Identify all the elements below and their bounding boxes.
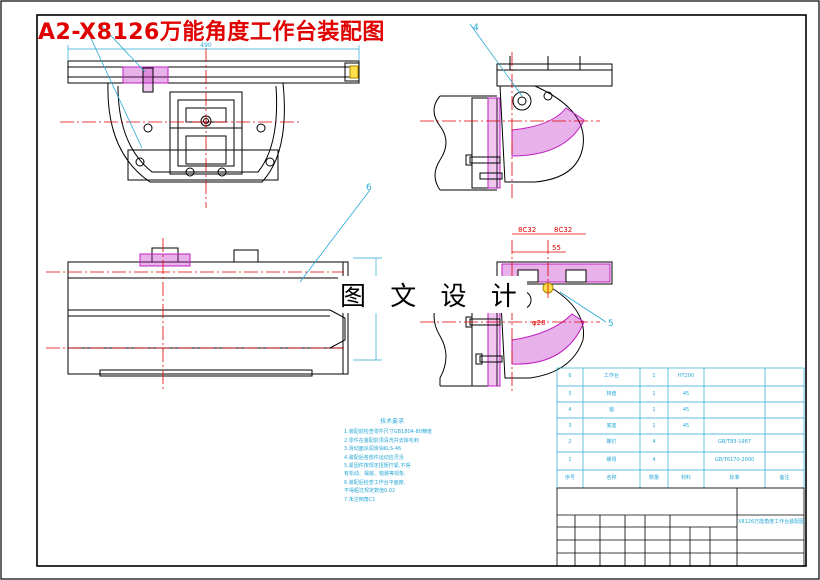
parts-list-cell: 45	[682, 407, 690, 413]
parts-list-cell: 底座	[606, 423, 617, 429]
technical-note-line: 7.未注倒角C1	[344, 496, 376, 503]
balloon-label: 4	[473, 23, 479, 33]
technical-note-line: 4.装配后各部件运动应灵活	[344, 454, 404, 461]
parts-list-header-cell: 数量	[648, 475, 659, 481]
parts-list-cell: 2	[568, 439, 572, 445]
front-view	[60, 23, 360, 208]
parts-list-cell: 1	[652, 373, 656, 379]
side-view	[420, 23, 613, 200]
parts-list-cell: 1	[568, 457, 572, 463]
detail-dimension: 8C32	[518, 226, 536, 234]
parts-list-cell: 螺钉	[606, 439, 617, 445]
parts-list-cell: 1	[652, 391, 656, 397]
parts-list-cell: GB/T83-1987	[718, 439, 751, 445]
parts-list-header-cell: 材料	[680, 475, 691, 481]
parts-list-cell: 1	[652, 423, 656, 429]
parts-list-header-cell: 序号	[564, 475, 575, 481]
top-width-dimension: 490	[200, 42, 212, 49]
parts-list-cell	[765, 434, 804, 450]
parts-list-cell: 45	[682, 423, 690, 429]
parts-list-cell	[668, 434, 704, 450]
parts-list-cell	[765, 386, 804, 402]
parts-list-cell	[704, 418, 765, 434]
parts-list-cell: 螺母	[606, 457, 617, 463]
drawing-title: A2-X8126万能角度工作台装配图	[38, 20, 385, 45]
parts-list-cell: 3	[568, 423, 572, 429]
parts-list-cell: HT200	[677, 373, 695, 379]
detail-section-view	[420, 233, 613, 392]
technical-note-line: 6.装配后检查工作台平面度,	[344, 479, 406, 486]
plan-view	[46, 189, 382, 392]
parts-list-cell: 轴	[608, 407, 614, 413]
title-block-name: X8126万能角度工作台装配图	[738, 519, 804, 525]
detail-dimension: φ28	[532, 319, 546, 327]
parts-list-cell	[704, 386, 765, 402]
parts-list-cell: 转盘	[606, 391, 617, 397]
parts-list-cell: 工作台	[603, 373, 619, 379]
parts-list-cell: 6	[568, 373, 572, 379]
technical-notes-heading: 技术要求	[379, 418, 404, 425]
parts-list-cell	[668, 452, 704, 468]
watermark-text: 图 文 设 计	[338, 276, 527, 313]
technical-note-line: 有松动、漏装、错装等现象,	[344, 471, 406, 478]
title-block-grid	[556, 487, 805, 567]
technical-note-line: 5.紧固件按规定扭矩拧紧,不得	[344, 463, 411, 470]
parts-list-cell	[765, 402, 804, 418]
parts-list-cell	[704, 402, 765, 418]
parts-list-cell	[704, 368, 765, 384]
parts-list-cell: 4	[652, 457, 656, 463]
parts-list-cell: 1	[652, 407, 656, 413]
parts-list-cell: GB/T6170-2000	[714, 457, 755, 463]
parts-list-cell: 4	[568, 407, 572, 413]
parts-list-cell: 4	[652, 439, 656, 445]
parts-list-header-cell: 名称	[606, 475, 617, 481]
parts-list-cell	[765, 452, 804, 468]
parts-list-cell	[765, 368, 804, 384]
technical-note-line: 1.装配前检查零件尺寸GB1804-80精度	[344, 429, 432, 436]
technical-notes: 技术要求 1.装配前检查零件尺寸GB1804-80精度 2.零件在装配前须清洗并…	[344, 418, 440, 504]
technical-note-line: 3.滑动面涂润滑油KLS-46	[344, 446, 402, 453]
balloon-label: 5	[608, 319, 614, 329]
technical-note-line: 2.零件在装配前须清洗并去除毛刺	[344, 437, 419, 444]
technical-note-line: 不得超过规定数值0.02	[344, 488, 396, 495]
balloon-label: 6	[366, 183, 372, 193]
parts-list-grid	[556, 367, 805, 489]
parts-list-cell: 5	[568, 391, 572, 397]
parts-list-cell: 45	[682, 391, 690, 397]
detail-dimension: 55	[552, 244, 561, 252]
parts-list-cell	[765, 418, 804, 434]
parts-list-header-cell: 备注	[779, 475, 790, 481]
parts-list-header-cell: 标准	[729, 475, 740, 481]
detail-dimension: 8C32	[554, 226, 572, 234]
